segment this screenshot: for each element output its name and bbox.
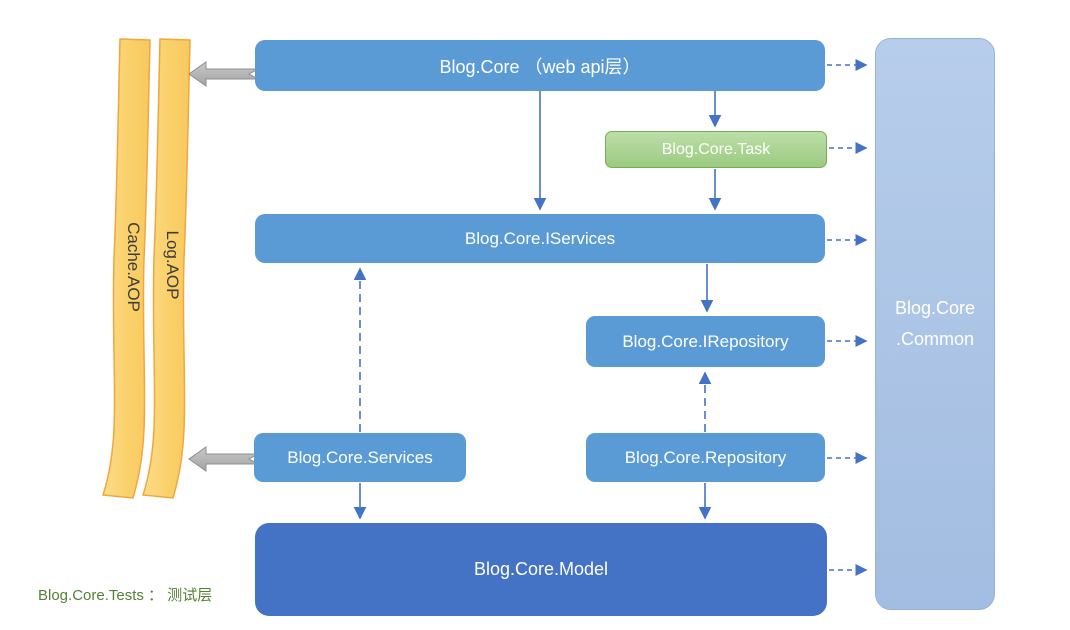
block-arrow-left-top [188,61,260,87]
log-aop-band [141,38,191,499]
node-blog-core-repository: Blog.Core.Repository [586,433,825,482]
node-blog-core-services: Blog.Core.Services [254,433,466,482]
node-blog-core-common: Blog.Core .Common [875,38,995,610]
node-blog-core-label: Blog.Core （web api层） [439,56,641,77]
legend-tests-line: Blog.Core.Tests ： 测试层 [38,587,213,604]
log-aop-label: Log.AOP [163,230,182,300]
node-blog-core-repository-label: Blog.Core.Repository [624,447,787,467]
node-blog-core: Blog.Core （web api层） [255,40,825,91]
node-blog-core-common-label-line2: .Common [895,329,975,349]
node-blog-core-model: Blog.Core.Model [255,523,827,616]
legend: Blog.Core.Tests ： 测试层 Blog.Core.Frame： 模… [38,548,216,630]
node-blog-core-irepository: Blog.Core.IRepository [586,316,825,367]
node-blog-core-task-label: Blog.Core.Task [661,140,771,158]
node-blog-core-iservices-label: Blog.Core.IServices [464,228,616,248]
node-blog-core-services-label: Blog.Core.Services [287,447,433,467]
node-blog-core-model-label: Blog.Core.Model [473,559,609,579]
node-blog-core-irepository-label: Blog.Core.IRepository [622,331,789,351]
cache-aop-label: Cache.AOP [124,222,143,312]
node-blog-core-iservices: Blog.Core.IServices [255,214,825,263]
block-arrow-left-bottom [188,446,260,472]
node-blog-core-common-label-line1: Blog.Core [894,298,976,319]
node-blog-core-task: Blog.Core.Task [605,131,827,168]
cache-aop-band [101,38,151,499]
